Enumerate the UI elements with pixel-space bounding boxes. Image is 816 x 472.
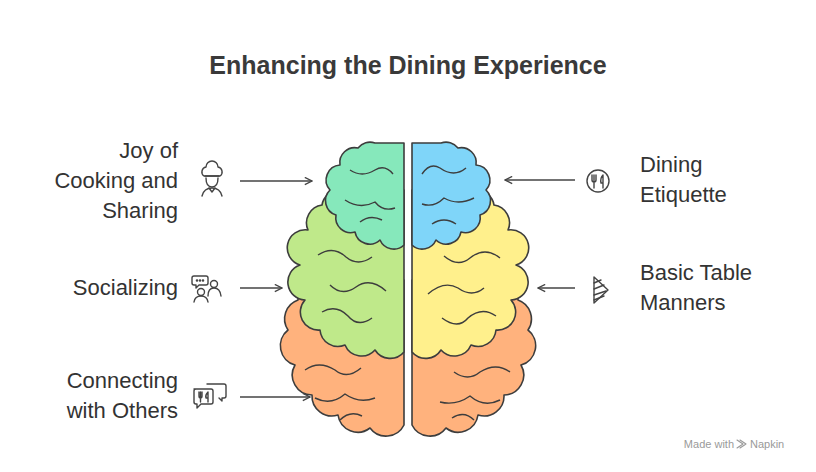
diagram-title: Enhancing the Dining Experience [209,51,606,80]
table-manners-icon [594,277,608,303]
left-hemisphere [280,142,404,436]
right-hemisphere [412,142,536,436]
watermark: Napkin [750,438,784,450]
napkin-logo [737,440,746,448]
item-label: Joy of Cooking and Sharing [38,136,178,226]
dining-etiquette-icon [587,170,609,192]
leader-arrows [240,180,575,397]
chef-icon [202,161,222,196]
item-label: Socializing [38,273,178,303]
item-label: Dining Etiquette [640,150,772,210]
item-label: Basic Table Manners [640,258,772,318]
item-label: Connecting with Others [38,366,178,426]
socializing-icon [192,276,221,302]
watermark: Made with [684,438,734,450]
connecting-icon [194,384,226,408]
